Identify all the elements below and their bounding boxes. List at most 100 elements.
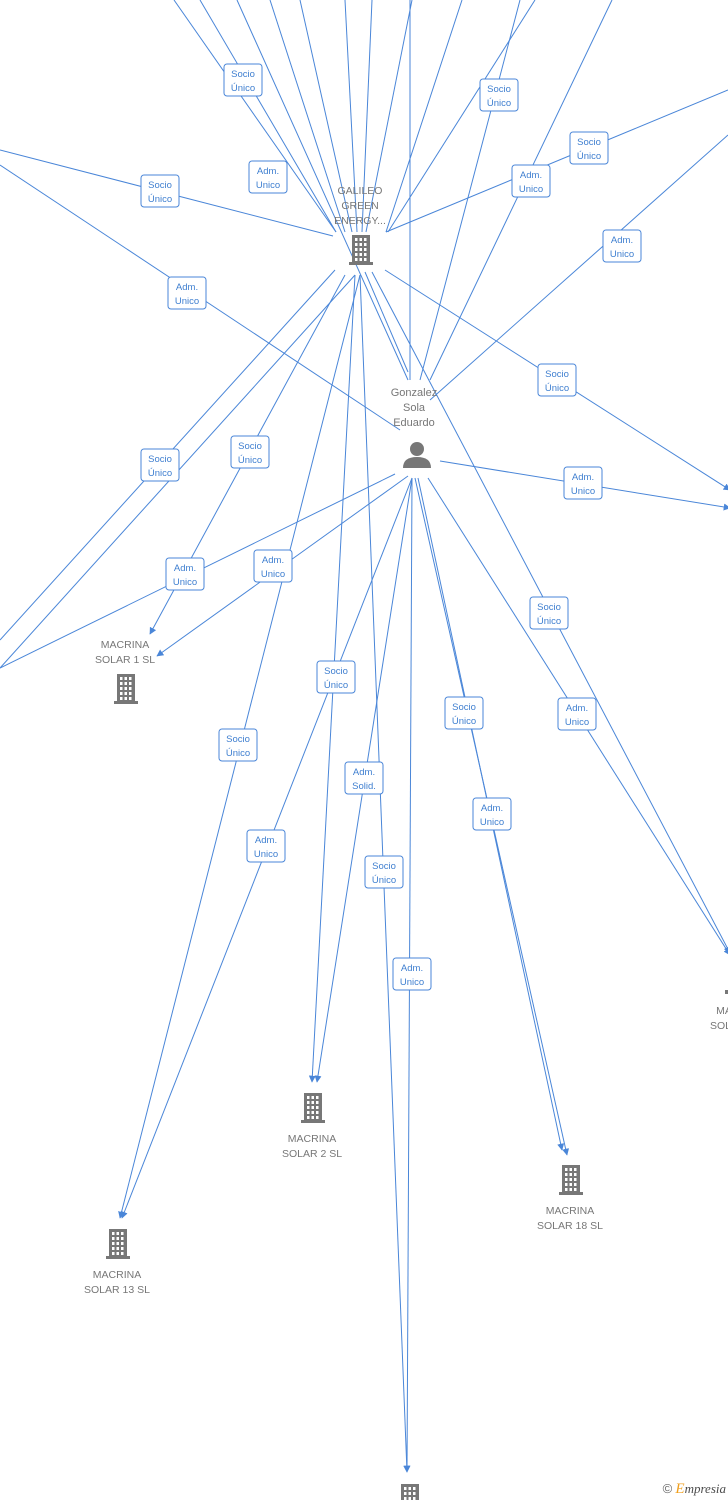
edge-label-role: Socio — [324, 666, 348, 677]
building-icon — [401, 1484, 419, 1500]
edge-label: Adm. Solid. — [344, 761, 384, 795]
edge-label-layer: SocioÚnicoAdm.UnicoSocioÚnicoSocioÚnicoA… — [140, 63, 642, 991]
company-label-macrina-2: SOLAR 2 SL — [282, 1148, 342, 1160]
relation-edge — [387, 0, 536, 233]
edge-label-role: Adm. — [262, 555, 284, 566]
edge-label-role: Socio — [537, 602, 561, 613]
edge-label-box — [165, 557, 205, 591]
edge-label: Adm. Unico — [511, 164, 551, 198]
edge-label-role: Adm. — [401, 963, 423, 974]
edge-label-type: Único — [231, 83, 255, 94]
edge-label-role: Socio — [148, 180, 172, 191]
edge-label-box — [316, 660, 356, 694]
edge-label: Adm.Unico — [167, 276, 207, 310]
edge-label-type: Único — [372, 875, 396, 886]
edge-label: Adm.Unico — [563, 466, 603, 500]
building-icon — [559, 1165, 583, 1195]
building-icon — [301, 1093, 325, 1123]
copyright-symbol: © — [662, 1481, 673, 1496]
company-label-macrina-2: MACRINA — [288, 1133, 336, 1145]
edge-label-box — [602, 229, 642, 263]
relation-edge — [173, 0, 337, 233]
edge-label-role: Socio — [577, 137, 601, 148]
company-label-galileo: GREEN — [341, 200, 378, 212]
relation-edge — [269, 0, 346, 233]
company-label-macrina-18: SOLAR 18 SL — [537, 1220, 603, 1232]
edge-label-type: Unico — [519, 184, 543, 195]
edge-label-role: Adm. — [353, 767, 375, 778]
edge-label-type: Unico — [480, 817, 504, 828]
company-label-galileo: GALILEO — [338, 185, 383, 197]
edge-label-role: Socio — [226, 734, 250, 745]
relation-edge — [419, 0, 521, 381]
company-label-macrina-18: MACRINA — [546, 1205, 594, 1217]
brand-name: mpresia — [684, 1481, 726, 1496]
edge-label-role: Adm. — [611, 235, 633, 246]
edge-label-type: Unico — [565, 717, 589, 728]
relation-edge — [199, 0, 337, 233]
edge-label-box — [392, 957, 432, 991]
edge-label-role: Socio — [487, 84, 511, 95]
edge-label-role: Socio — [452, 702, 476, 713]
edge-label: Adm.Unico — [246, 829, 286, 863]
edge-label-type: Único — [452, 716, 476, 727]
relation-edge — [429, 134, 728, 401]
edge-label-box — [364, 855, 404, 889]
company-label-macrina-13: MACRINA — [93, 1269, 141, 1281]
edge-label-type: Unico — [256, 180, 280, 191]
edge-label: Adm. Unico — [248, 160, 288, 194]
edge-label-role: Adm. — [520, 170, 542, 181]
edge-label-type: Solid. — [352, 781, 376, 792]
edge-label: Adm. Unico — [253, 549, 293, 583]
edge-label-role: Socio — [231, 69, 255, 80]
edge-label-role: Socio — [148, 454, 172, 465]
edge-label-role: Adm. — [174, 563, 196, 574]
edge-label-box — [563, 466, 603, 500]
edge-label-type: Único — [545, 383, 569, 394]
edge-label-role: Adm. — [572, 472, 594, 483]
edge-label-type: Unico — [261, 569, 285, 580]
edge-label-type: Único — [324, 680, 348, 691]
relation-edge — [299, 0, 353, 233]
edge-label-type: Unico — [400, 977, 424, 988]
edge-label-type: Único — [148, 194, 172, 205]
edge-label-box — [140, 174, 180, 208]
edge-label-box — [444, 696, 484, 730]
edge-label-type: Único — [226, 748, 250, 759]
edge-label-box — [167, 276, 207, 310]
edge-label-box — [511, 164, 551, 198]
edge-label-type: Único — [577, 151, 601, 162]
edge-label-role: Socio — [372, 861, 396, 872]
relation-edge — [385, 89, 728, 233]
edge-label-role: Adm. — [257, 166, 279, 177]
company-label-partial-right: SOLA — [710, 1020, 728, 1032]
edge-label-role: Socio — [238, 441, 262, 452]
company-label-galileo: ENERGY... — [334, 215, 386, 227]
edge-label-role: Adm. — [255, 835, 277, 846]
brand-watermark: © Empresia — [663, 1481, 726, 1498]
edge-label-type: Único — [238, 455, 262, 466]
person-label: Sola — [403, 402, 426, 414]
edge-label-box — [253, 549, 293, 583]
relation-edge — [385, 0, 463, 233]
edge-label-box — [230, 435, 270, 469]
person-icon — [403, 442, 431, 468]
edge-label: Adm.Unico — [557, 697, 597, 731]
edge-label-role: Socio — [545, 369, 569, 380]
relation-edge — [365, 0, 413, 233]
brand-initial: E — [675, 1481, 685, 1497]
edge-label: Adm.Unico — [165, 557, 205, 591]
edge-label-box — [472, 797, 512, 831]
person-label: Eduardo — [393, 417, 435, 429]
edge-label-box — [479, 78, 519, 112]
